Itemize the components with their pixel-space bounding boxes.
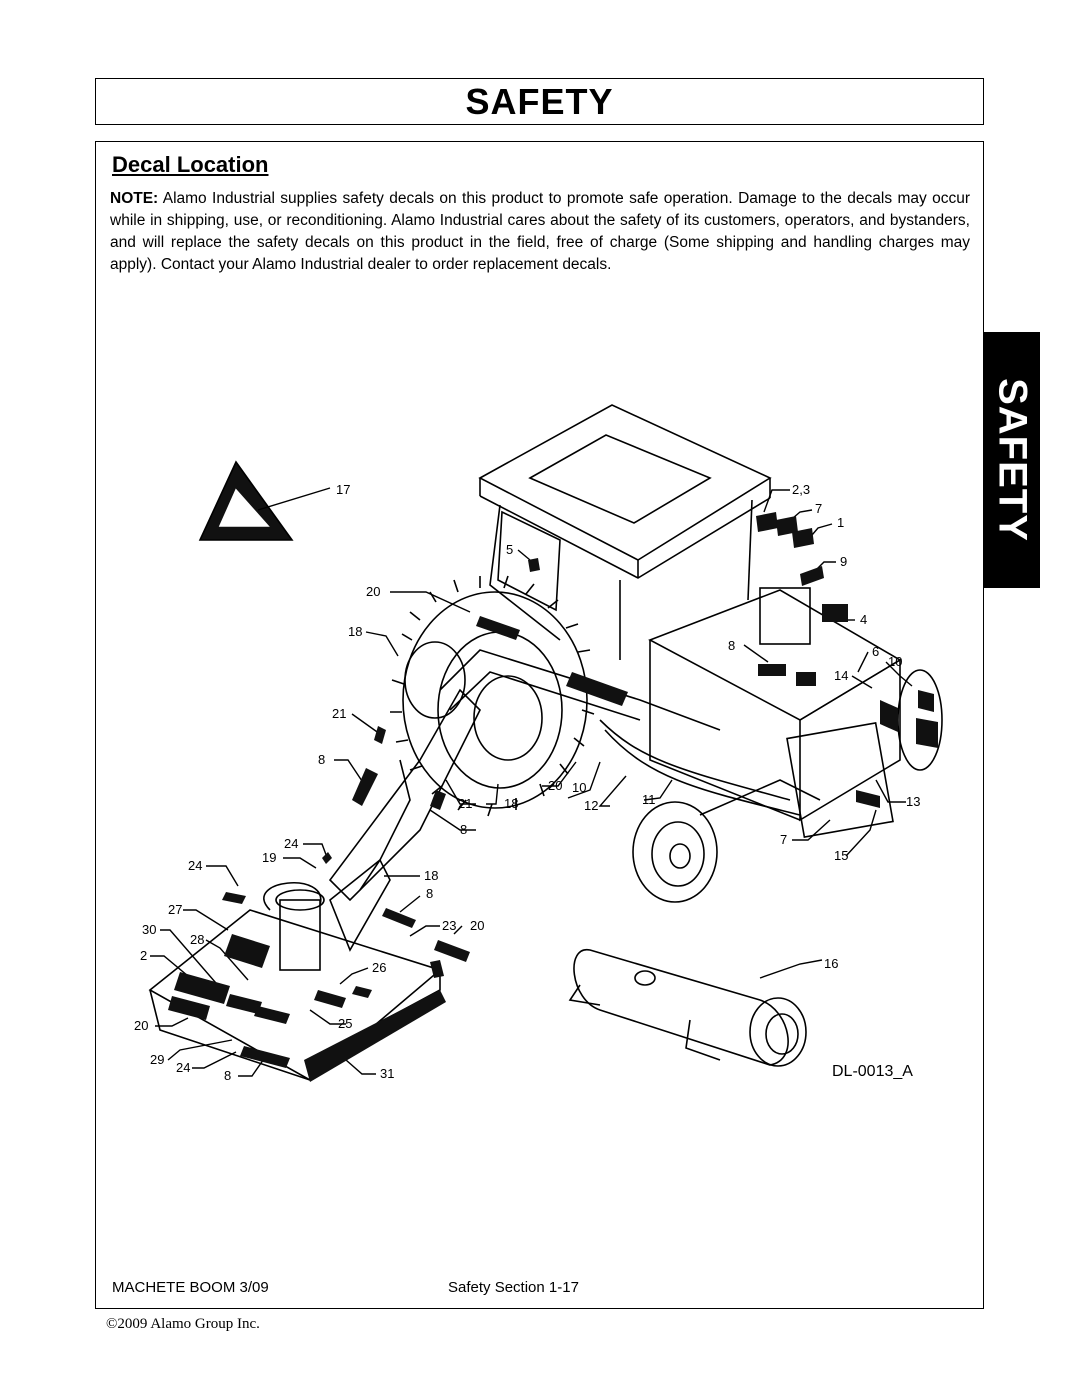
callout-18b: 18 — [504, 796, 518, 811]
callout-4: 4 — [860, 612, 867, 627]
callout-5: 5 — [506, 542, 513, 557]
side-tab: SAFETY — [983, 332, 1040, 588]
callout-labels: 17 2,3 7 1 9 5 20 4 18 8 6 10 14 21 8 20… — [134, 482, 920, 1083]
callout-21b: 21 — [458, 796, 472, 811]
callout-29: 29 — [150, 1052, 164, 1067]
callout-24a: 24 — [284, 836, 298, 851]
copyright: ©2009 Alamo Group Inc. — [106, 1316, 260, 1332]
callout-18c: 18 — [424, 868, 438, 883]
note-text: Alamo Industrial supplies safety decals … — [110, 190, 970, 273]
callout-13: 13 — [906, 794, 920, 809]
note-paragraph: NOTE: Alamo Industrial supplies safety d… — [110, 188, 970, 276]
callout-23: 23 — [442, 918, 456, 933]
callout-8e: 8 — [224, 1068, 231, 1083]
callout-8d: 8 — [426, 886, 433, 901]
callout-26: 26 — [372, 960, 386, 975]
callout-9: 9 — [840, 554, 847, 569]
callout-2: 2 — [140, 948, 147, 963]
callout-16: 16 — [824, 956, 838, 971]
content-box: Decal Location NOTE: Alamo Industrial su… — [95, 141, 984, 1309]
callout-8a: 8 — [728, 638, 735, 653]
decal-markers — [168, 512, 938, 1082]
callout-12: 12 — [584, 798, 598, 813]
callout-8b: 8 — [318, 752, 325, 767]
callout-24c: 24 — [176, 1060, 190, 1075]
hydraulic-tank-drawing — [568, 949, 807, 1067]
callout-7a: 7 — [815, 501, 822, 516]
front-wheel-drawing — [632, 669, 943, 903]
page-title: SAFETY — [465, 80, 614, 122]
callout-7b: 7 — [780, 832, 787, 847]
boom-arm-drawing — [328, 641, 801, 902]
footer-manual-title: MACHETE BOOM 3/09 — [112, 1279, 269, 1296]
callout-19: 19 — [262, 850, 276, 865]
callout-21a: 21 — [332, 706, 346, 721]
callout-20b: 20 — [548, 778, 562, 793]
callout-20c: 20 — [470, 918, 484, 933]
callout-25: 25 — [338, 1016, 352, 1031]
leader-lines — [150, 487, 913, 1077]
callout-6: 6 — [872, 644, 879, 659]
callout-27: 27 — [168, 902, 182, 917]
callout-31: 31 — [380, 1066, 394, 1081]
callout-20a: 20 — [366, 584, 380, 599]
callout-30: 30 — [142, 922, 156, 937]
note-label: NOTE: — [110, 190, 159, 207]
callout-10b: 10 — [572, 780, 586, 795]
smv-triangle-icon — [198, 460, 294, 541]
callout-18a: 18 — [348, 624, 362, 639]
drawing-id: DL-0013_A — [832, 1063, 913, 1080]
callout-10a: 10 — [888, 654, 902, 669]
footer-page-ref: Safety Section 1-17 — [448, 1279, 579, 1296]
callout-14: 14 — [834, 668, 848, 683]
callout-28: 28 — [190, 932, 204, 947]
callout-15: 15 — [834, 848, 848, 863]
callout-11: 11 — [642, 792, 656, 807]
header-box: SAFETY — [95, 78, 984, 125]
callout-1: 1 — [837, 515, 844, 530]
tractor-cab-drawing — [478, 404, 772, 660]
section-heading: Decal Location — [112, 152, 269, 177]
callout-24b: 24 — [188, 858, 202, 873]
callout-2-3: 2,3 — [792, 482, 810, 497]
callout-8c: 8 — [460, 822, 467, 837]
callout-20d: 20 — [134, 1018, 148, 1033]
callout-17: 17 — [336, 482, 350, 497]
